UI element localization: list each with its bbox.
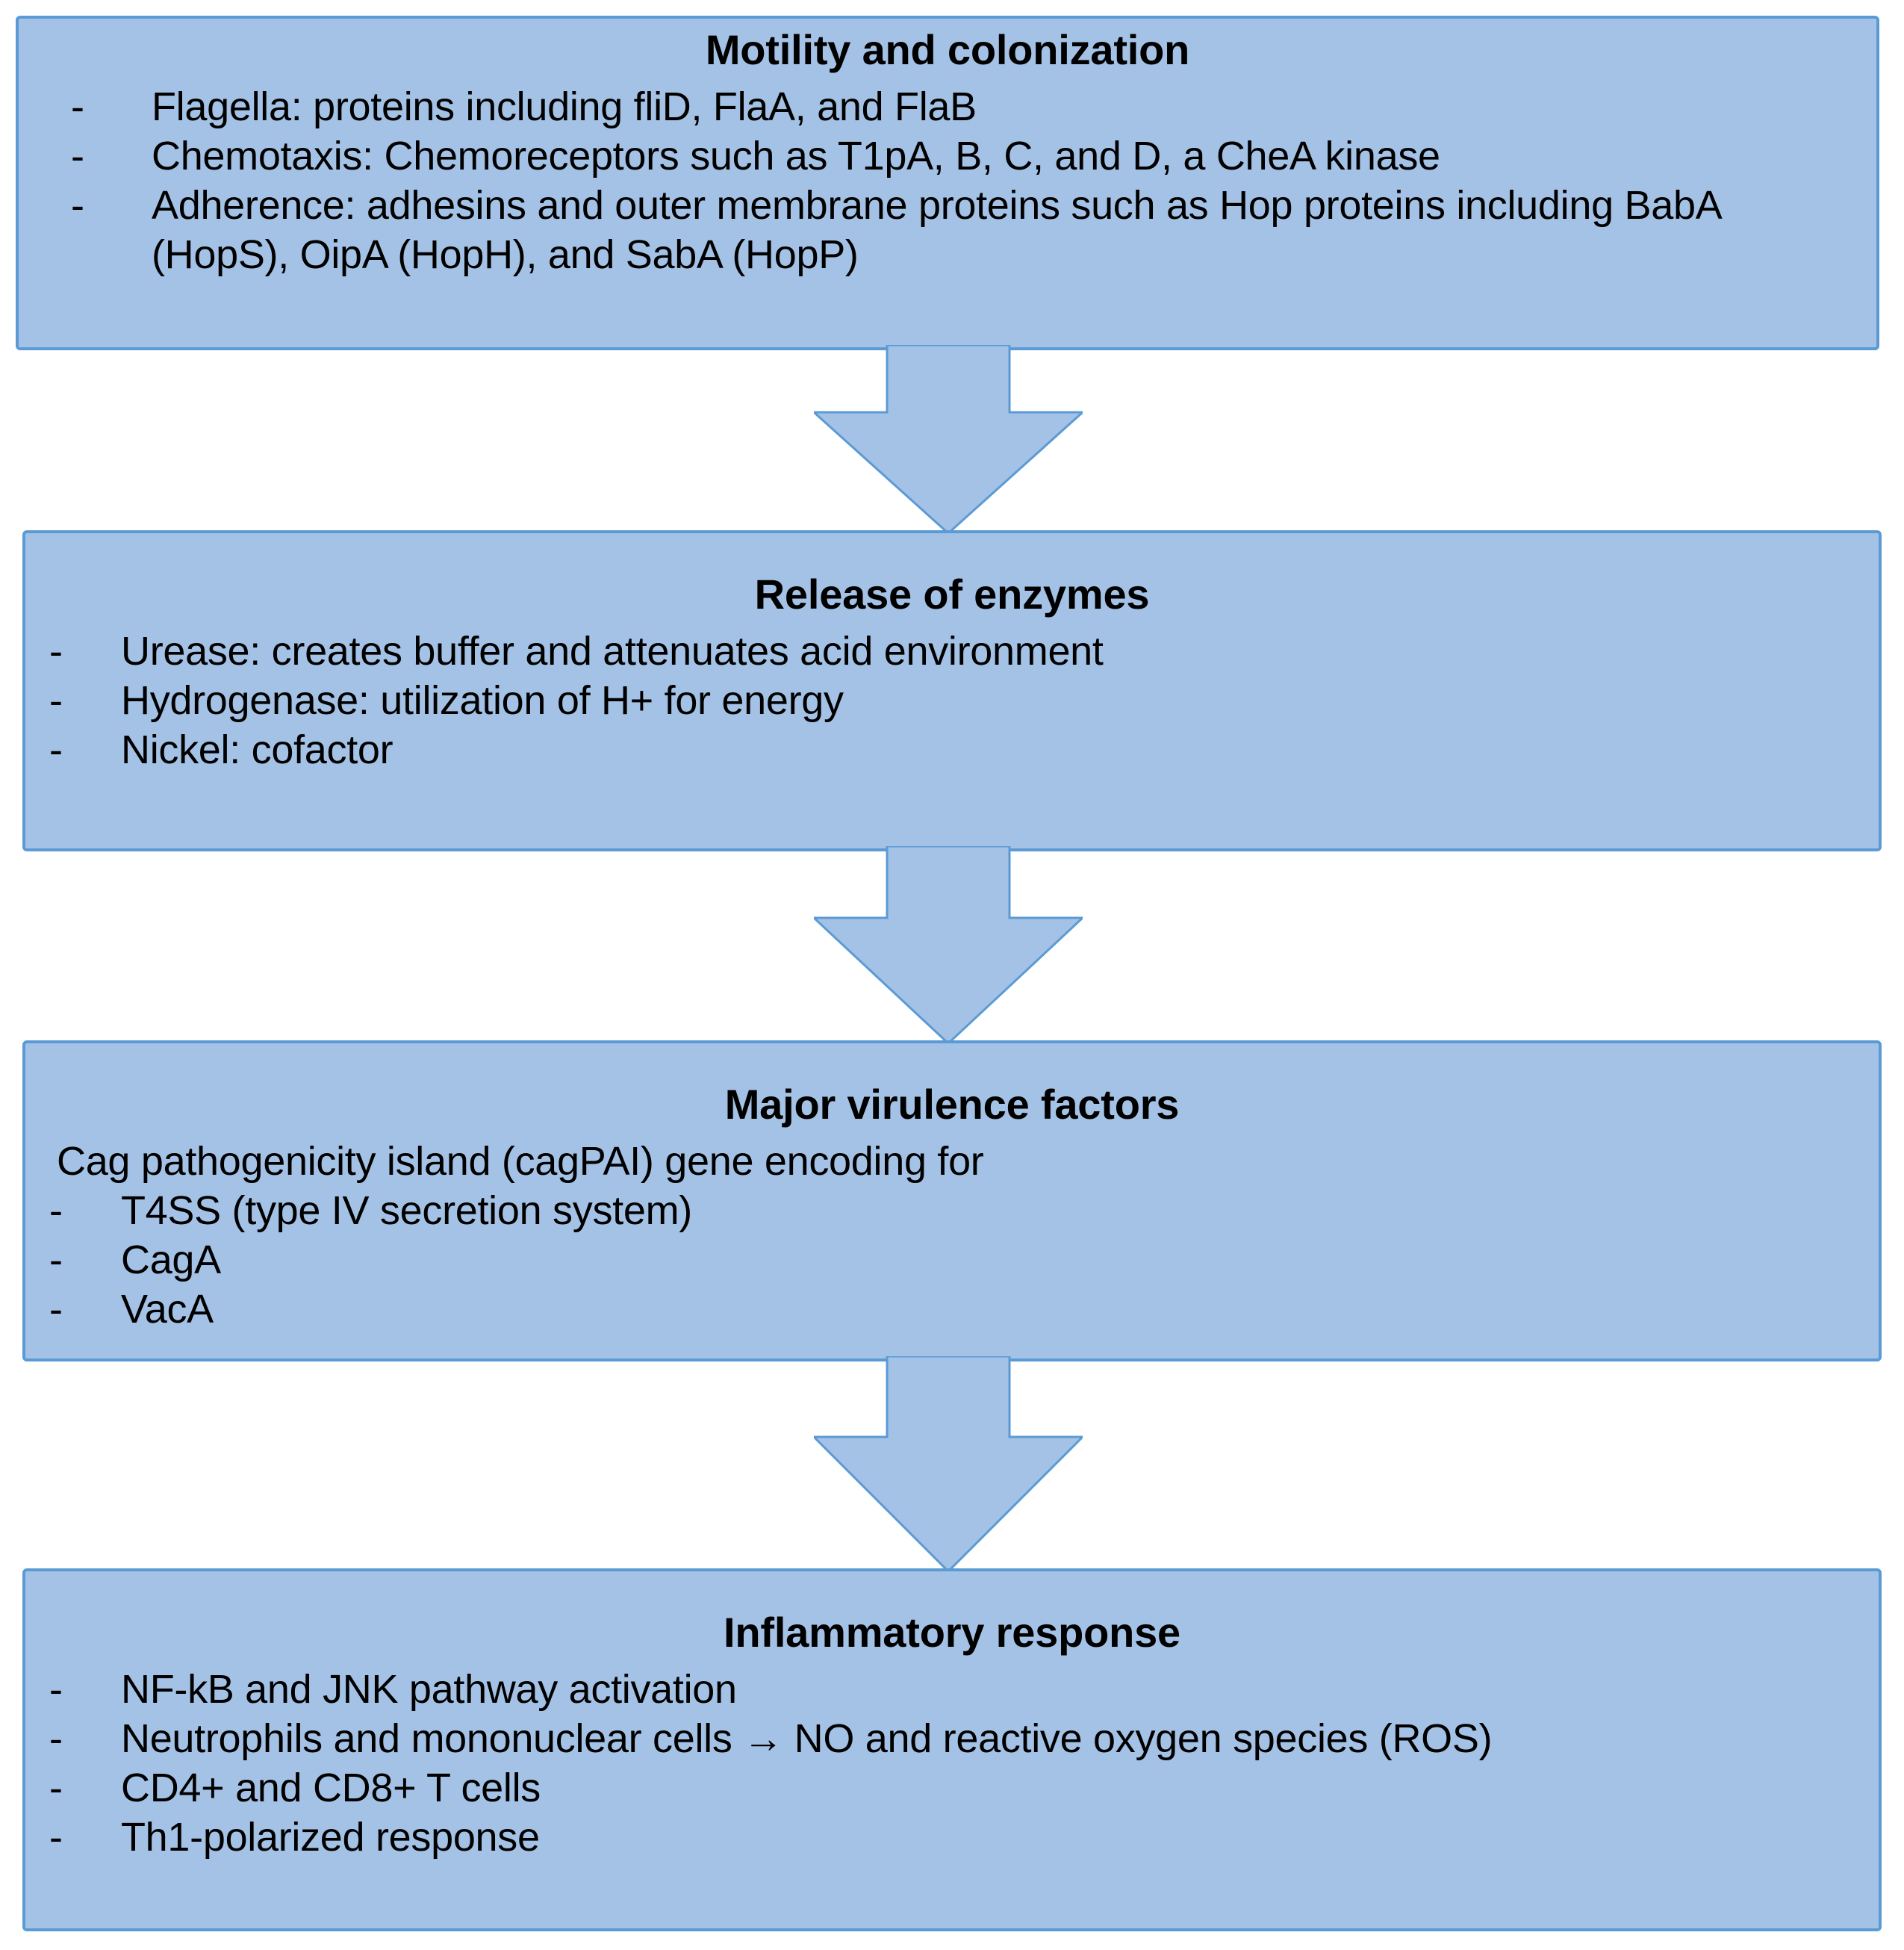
- down-arrow-icon: [814, 846, 1083, 1043]
- list-item-text: Flagella: proteins including fliD, FlaA,…: [152, 84, 977, 129]
- bullet-marker: -: [49, 727, 63, 772]
- list-item-text: Neutrophils and mononuclear cells → NO a…: [121, 1715, 1493, 1761]
- bullet-marker: -: [49, 1814, 63, 1860]
- list-item: - CD4+ and CD8+ T cells: [40, 1764, 1879, 1813]
- flow-box-motility-and-colonization: Motility and colonization - Flagella: pr…: [16, 16, 1879, 350]
- list-item: Cag pathogenicity island (cagPAI) gene e…: [40, 1137, 1879, 1187]
- box-title: Inflammatory response: [724, 1609, 1180, 1656]
- box-title: Major virulence factors: [724, 1081, 1180, 1128]
- list-item-text: VacA: [121, 1286, 214, 1332]
- list-item-text: Cag pathogenicity island (cagPAI) gene e…: [57, 1139, 984, 1184]
- list-item: - Neutrophils and mononuclear cells → NO…: [40, 1715, 1879, 1764]
- list-item: - T4SS (type IV secretion system): [40, 1187, 1879, 1236]
- bullet-marker: -: [49, 1237, 63, 1282]
- list-item-text: NF-kB and JNK pathway activation: [121, 1667, 737, 1712]
- bullet-marker: -: [49, 1286, 63, 1332]
- list-item: - Adherence: adhesins and outer membrane…: [41, 181, 1876, 280]
- bullet-marker: -: [71, 133, 84, 178]
- box-title: Motility and colonization: [705, 26, 1190, 73]
- list-item-text: Nickel: cofactor: [121, 727, 393, 772]
- flow-box-major-virulence-factors: Major virulence factors Cag pathogenicit…: [22, 1040, 1882, 1361]
- flow-box-release-of-enzymes: Release of enzymes - Urease: creates buf…: [22, 530, 1882, 851]
- list-item: - Th1-polarized response: [40, 1813, 1879, 1863]
- bullet-marker: -: [49, 677, 63, 723]
- flow-box-inflammatory-response: Inflammatory response - NF-kB and JNK pa…: [22, 1568, 1882, 1931]
- list-item-text: Adherence: adhesins and outer membrane p…: [152, 182, 1732, 277]
- bullet-marker: -: [49, 1667, 63, 1712]
- box-line-list: - NF-kB and JNK pathway activation - Neu…: [25, 1665, 1879, 1863]
- box-title: Release of enzymes: [754, 571, 1150, 618]
- list-item-text: CagA: [121, 1237, 221, 1282]
- down-arrow-icon: [814, 1356, 1083, 1571]
- list-item: - Flagella: proteins including fliD, Fla…: [41, 83, 1876, 132]
- bullet-marker: -: [71, 182, 84, 228]
- list-item: - Nickel: cofactor: [40, 726, 1879, 775]
- list-item: - CagA: [40, 1236, 1879, 1285]
- box-line-list: Cag pathogenicity island (cagPAI) gene e…: [25, 1137, 1879, 1335]
- box-line-list: - Flagella: proteins including fliD, Fla…: [19, 83, 1876, 280]
- down-arrow-icon: [814, 345, 1083, 533]
- list-item: - Hydrogenase: utilization of H+ for ene…: [40, 677, 1879, 726]
- list-item: - NF-kB and JNK pathway activation: [40, 1665, 1879, 1715]
- list-item-text: Urease: creates buffer and attenuates ac…: [121, 629, 1104, 674]
- list-item-text: Th1-polarized response: [121, 1814, 540, 1860]
- list-item: - Urease: creates buffer and attenuates …: [40, 627, 1879, 677]
- list-item-text: T4SS (type IV secretion system): [121, 1187, 692, 1233]
- bullet-marker: -: [49, 1765, 63, 1810]
- list-item: - Chemotaxis: Chemoreceptors such as T1p…: [41, 132, 1876, 181]
- bullet-marker: -: [49, 1187, 63, 1233]
- bullet-marker: -: [49, 1715, 63, 1761]
- bullet-marker: -: [49, 629, 63, 674]
- bullet-marker: -: [71, 84, 84, 129]
- list-item: - VacA: [40, 1285, 1879, 1335]
- list-item-text: Chemotaxis: Chemoreceptors such as T1pA,…: [152, 133, 1440, 178]
- list-item-text: Hydrogenase: utilization of H+ for energ…: [121, 677, 844, 723]
- list-item-text: CD4+ and CD8+ T cells: [121, 1765, 541, 1810]
- box-line-list: - Urease: creates buffer and attenuates …: [25, 627, 1879, 775]
